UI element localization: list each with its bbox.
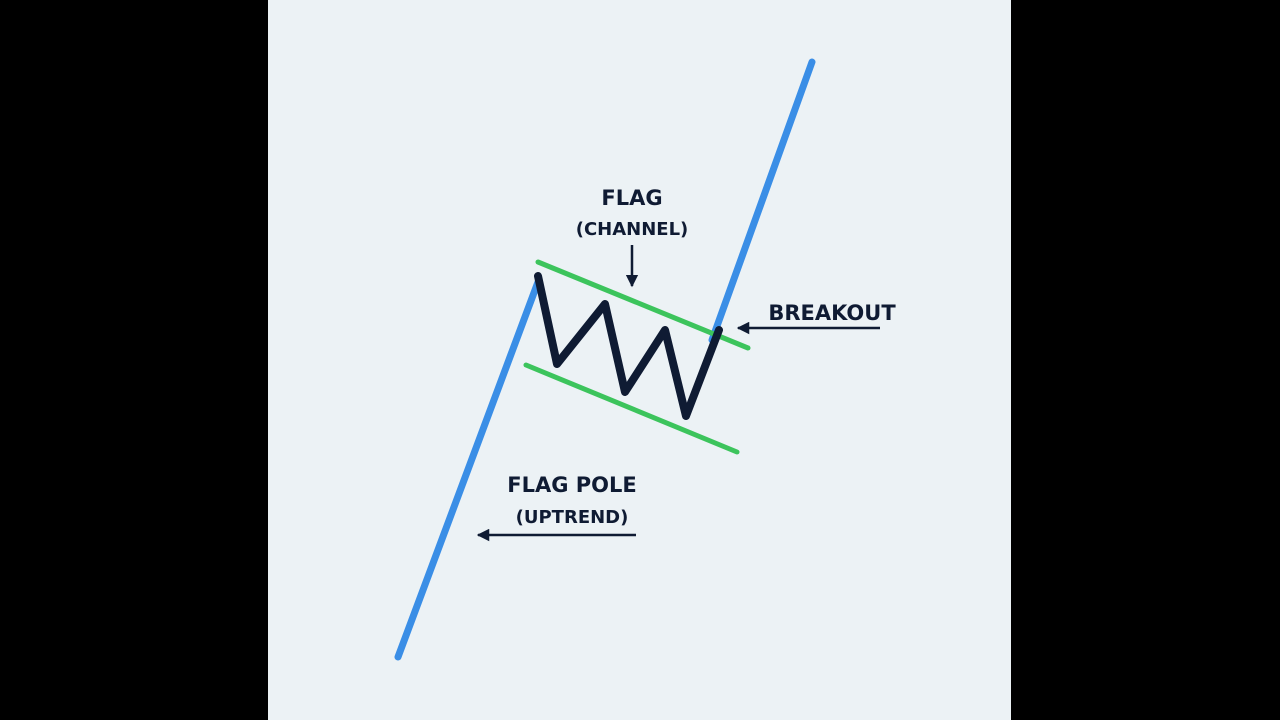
channel-upper-line <box>535 259 751 351</box>
flag-label: FLAG <box>601 186 662 210</box>
breakout-label: BREAKOUT <box>768 301 896 325</box>
flag-pole-label: FLAG POLE <box>507 473 637 497</box>
breakout-line <box>708 58 816 344</box>
diagram-canvas <box>268 0 1011 720</box>
price-zigzag-line <box>534 272 723 420</box>
channel-lower-line <box>523 362 740 455</box>
flag-pole-sublabel: (UPTREND) <box>516 507 629 528</box>
flag-sublabel: (CHANNEL) <box>576 219 689 240</box>
flag-pole-line <box>394 278 542 661</box>
